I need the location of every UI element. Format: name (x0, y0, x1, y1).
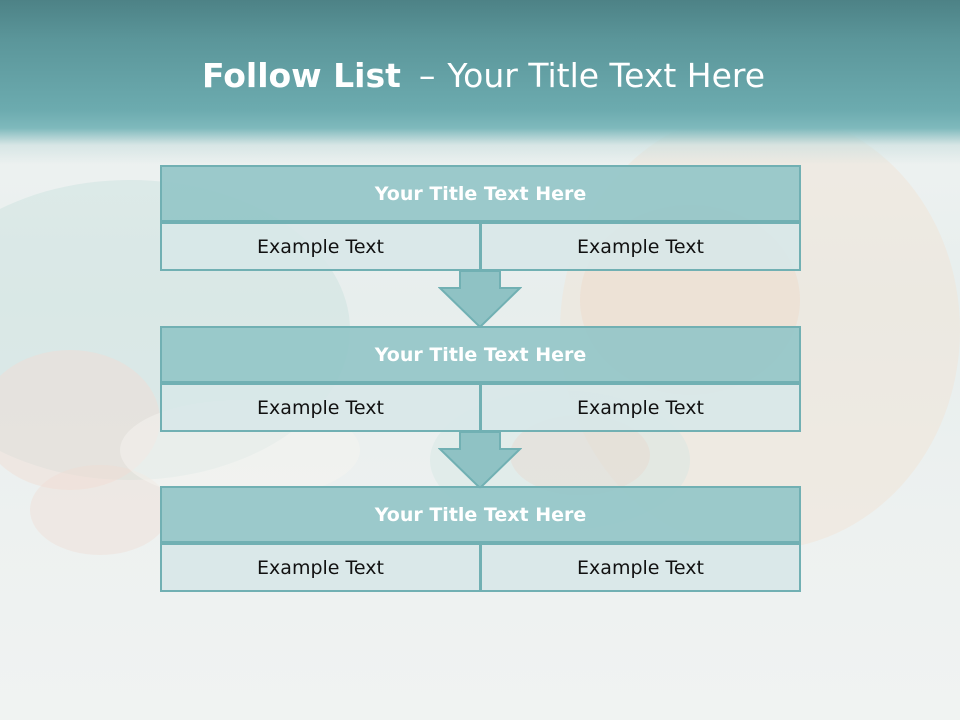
down-arrow-icon (438, 270, 522, 328)
title-subtitle: Your Title Text Here (447, 56, 766, 95)
header-band (0, 0, 960, 165)
block-title: Your Title Text Here (160, 326, 801, 383)
block-cell-left: Example Text (160, 543, 481, 592)
list-block: Your Title Text Here Example Text Exampl… (160, 326, 801, 432)
block-cell-right: Example Text (480, 383, 801, 432)
block-cell-right: Example Text (480, 543, 801, 592)
list-block: Your Title Text Here Example Text Exampl… (160, 486, 801, 592)
block-title: Your Title Text Here (160, 165, 801, 222)
slide-title: Follow List–Your Title Text Here (202, 52, 765, 100)
list-block: Your Title Text Here Example Text Exampl… (160, 165, 801, 271)
block-cell-left: Example Text (160, 383, 481, 432)
title-dash: – (418, 56, 436, 95)
block-title: Your Title Text Here (160, 486, 801, 543)
block-cell-left: Example Text (160, 222, 481, 271)
block-cell-right: Example Text (480, 222, 801, 271)
title-bold: Follow List (202, 56, 401, 95)
down-arrow-icon (438, 431, 522, 489)
